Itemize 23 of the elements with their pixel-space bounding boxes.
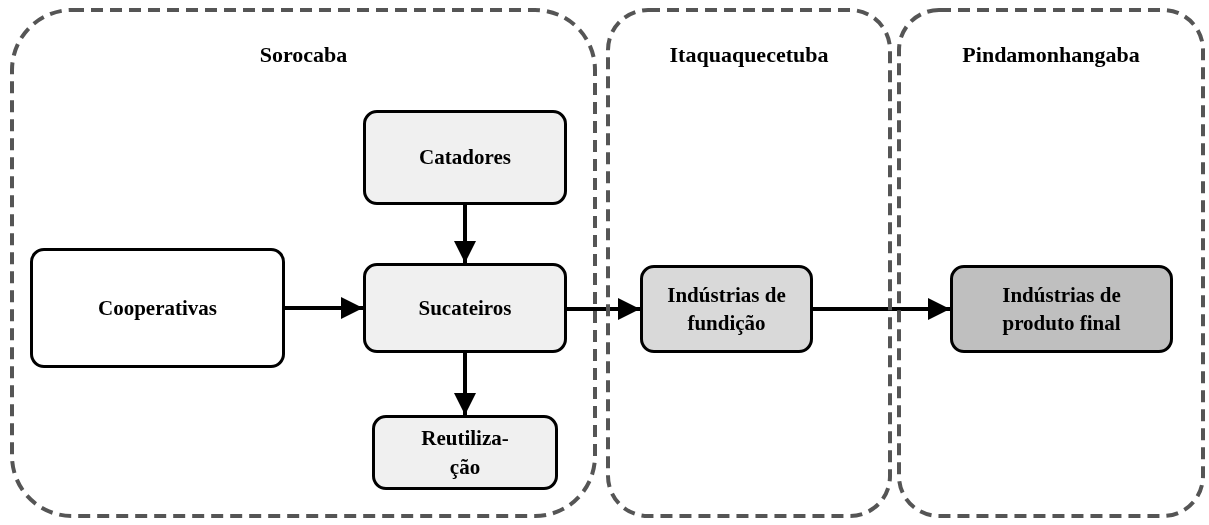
process-box — [640, 265, 813, 353]
box-label: Cooperativas — [98, 294, 217, 322]
arrow — [454, 353, 476, 415]
process-box — [30, 248, 285, 368]
box-label: Sucateiros — [418, 294, 512, 322]
box-label: Indústrias de fundição — [666, 281, 787, 337]
box-label: Reutiliza- ção — [420, 425, 510, 481]
process-box — [950, 265, 1173, 353]
process-box — [372, 415, 558, 490]
arrow — [567, 298, 640, 320]
region-label: Itaquaquecetuba — [669, 42, 829, 68]
region-label: Pindamonhangaba — [962, 42, 1140, 68]
arrow — [813, 298, 950, 320]
process-box — [363, 110, 567, 205]
process-box — [363, 263, 567, 353]
city-region — [606, 8, 892, 518]
city-region — [10, 8, 597, 518]
region-label: Sorocaba — [259, 42, 348, 68]
box-label: Indústrias de produto final — [1001, 281, 1122, 337]
arrow — [285, 297, 363, 319]
city-region — [897, 8, 1205, 518]
box-label: Catadores — [419, 144, 511, 172]
arrow — [454, 205, 476, 263]
